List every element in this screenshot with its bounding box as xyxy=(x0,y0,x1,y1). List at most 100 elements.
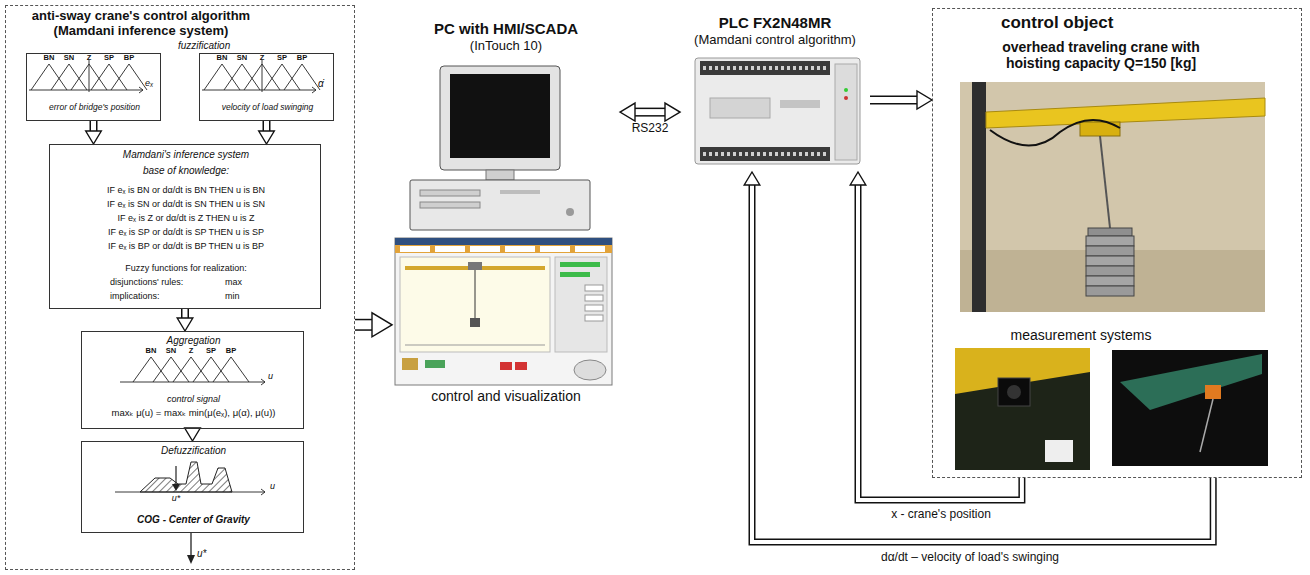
plc-picture-part xyxy=(844,88,848,92)
fuzzy-chart-velocity-part xyxy=(202,90,316,91)
fuzzy-chart-velocity-part xyxy=(264,64,300,90)
hmi-screenshot xyxy=(395,238,612,385)
block-arrow xyxy=(177,309,193,331)
chart-label: α̇ xyxy=(318,78,331,89)
computer-picture-part xyxy=(566,208,574,216)
fuzzy-chart-velocity-part xyxy=(262,60,263,92)
node-text: implications: xyxy=(110,291,222,301)
crane-photo-part xyxy=(960,82,1265,312)
hmi-screenshot-part xyxy=(400,257,550,352)
signal-label: RS232 xyxy=(622,122,678,136)
hmi-screenshot-part xyxy=(555,257,607,352)
arrow-fill xyxy=(870,97,918,103)
crane-photo-part xyxy=(1086,256,1134,266)
fuzzy-chart-velocity-part xyxy=(312,87,316,93)
crane-photo-part xyxy=(1086,286,1134,296)
node-text: Mamdani's inference system xyxy=(50,149,322,161)
block-arrow xyxy=(870,91,932,109)
hmi-screenshot-part xyxy=(574,360,606,380)
arrow-head xyxy=(372,313,392,337)
block-arrow xyxy=(259,121,275,144)
hmi-screenshot-part xyxy=(395,238,612,385)
node-text: velocity of load swinging xyxy=(202,103,333,113)
node-text: min xyxy=(225,291,265,301)
node-text: control object xyxy=(1001,13,1221,33)
chart-label: BN xyxy=(39,54,59,62)
swing-sensor-photo-part xyxy=(1200,399,1213,452)
chart-label: BP xyxy=(119,54,139,62)
arrow-outline xyxy=(870,96,918,105)
arrow-outline xyxy=(355,319,373,331)
position-sensor-photo-part xyxy=(1045,440,1073,462)
fuzzy-chart-velocity-part xyxy=(224,64,260,90)
chart-label: SN xyxy=(232,54,252,62)
arrow-head xyxy=(185,428,201,441)
node-text: PLC FX2N48MR xyxy=(680,14,870,31)
node-text: maxₖ μ(u) = maxₖ min(μ(eₓ), μ(α), μ(u)) xyxy=(84,408,303,419)
hmi-screenshot-part xyxy=(560,272,590,277)
swing-sensor-photo xyxy=(1112,350,1268,466)
fuzzy-chart-velocity xyxy=(202,60,320,93)
arrow-head xyxy=(665,103,680,121)
fuzzy-chart-velocity-part xyxy=(284,64,320,90)
node-text: IF eₓ is SN or dα/dt is SN THEN u is SN xyxy=(50,199,322,209)
fuzzy-chart-error-part xyxy=(31,64,67,90)
crane-photo-part xyxy=(1086,266,1134,276)
computer-picture-part xyxy=(486,170,514,180)
plc-picture-part xyxy=(695,58,860,164)
crane-photo-part xyxy=(1086,276,1134,286)
chart-label: fuzzification xyxy=(178,40,248,51)
defuzzification-chart-part xyxy=(172,484,180,491)
chart-label: SP xyxy=(272,54,292,62)
chart-label: u xyxy=(268,372,280,382)
crane-photo-part xyxy=(1100,136,1110,228)
plc-picture-part xyxy=(700,61,830,75)
fuzzy-set-chart: velocity of load swinging xyxy=(199,53,334,121)
node-text: Defuzzification xyxy=(82,445,305,457)
chart-label: SP xyxy=(99,54,119,62)
block-arrow xyxy=(850,172,1022,500)
computer-picture-part xyxy=(440,66,560,170)
node-text: (InTouch 10) xyxy=(392,39,620,54)
hmi-screenshot-part xyxy=(435,246,465,252)
signal-label: x - crane's position xyxy=(866,508,1016,522)
aggregation-chart-part xyxy=(133,357,169,382)
hmi-screenshot-part xyxy=(540,246,570,252)
control-object-region: control objectoverhead traveling crane w… xyxy=(932,8,1302,478)
fuzzy-chart-velocity-part xyxy=(204,64,240,90)
block-arrow xyxy=(744,172,1213,542)
position-sensor-photo-part xyxy=(955,348,1090,470)
plc-picture-part xyxy=(710,98,770,118)
aggregation-chart-part xyxy=(193,357,229,382)
crane-photo xyxy=(960,82,1265,312)
crane-photo-part xyxy=(1086,246,1134,256)
pc-station: PC with HMI/SCADA(InTouch 10)control and… xyxy=(392,18,620,410)
chart-label: Z xyxy=(181,347,201,355)
hmi-screenshot-part xyxy=(585,305,603,311)
signal-label: dα/dt – velocity of load's swinging xyxy=(820,551,1120,565)
node-text: control signal xyxy=(82,394,305,404)
hmi-screenshot-part xyxy=(475,270,476,318)
hmi-screenshot-part xyxy=(395,245,612,253)
arrow-head xyxy=(177,318,193,331)
hmi-screenshot-part xyxy=(575,246,605,252)
node-text: disjunctions' rules: xyxy=(110,277,222,287)
plc-picture-part xyxy=(703,152,828,156)
chart-label: u* xyxy=(197,548,217,559)
defuzzification-chart-part xyxy=(140,462,232,492)
chart-label: u* xyxy=(166,494,186,504)
aggregation-chart-part xyxy=(213,357,249,382)
arrow-fill xyxy=(752,184,1213,542)
hmi-screenshot-part xyxy=(402,358,418,370)
hmi-screenshot-part xyxy=(500,362,512,370)
crane-photo-part xyxy=(986,98,1265,128)
fuzzy-chart-error-part xyxy=(89,60,90,92)
fuzzy-chart-error xyxy=(29,60,147,93)
node-text: IF eₓ is SP or dα/dt is SP THEN u is SP xyxy=(50,227,322,237)
block-arrow xyxy=(86,121,102,144)
arrow-outline xyxy=(858,184,1022,500)
crane-photo-part xyxy=(972,82,986,312)
node-text: IF eₓ is BN or dα/dt is BN THEN u is BN xyxy=(50,185,322,195)
arrow-outline xyxy=(634,108,666,117)
fuzzy-chart-error-part xyxy=(111,64,147,90)
